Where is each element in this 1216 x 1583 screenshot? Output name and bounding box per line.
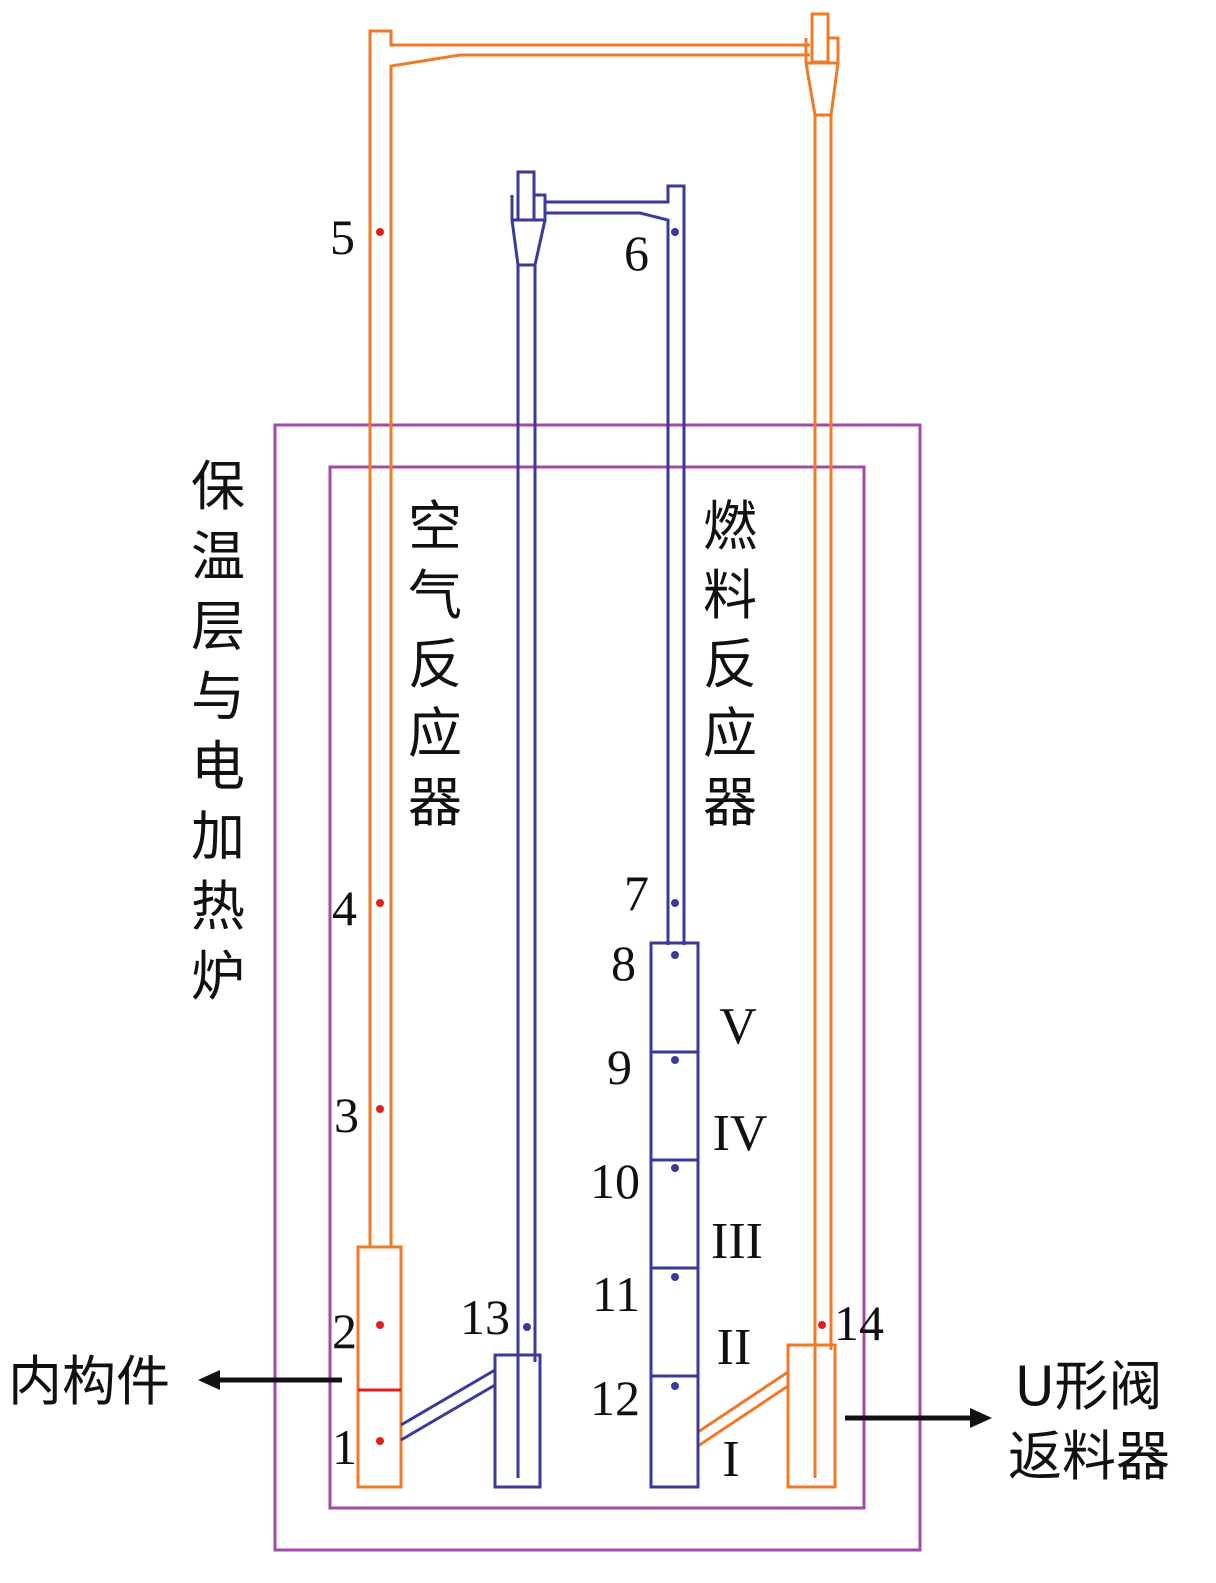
- point-label: 11: [592, 1266, 640, 1322]
- section-label: V: [719, 998, 757, 1055]
- fuel-reactor-label: 燃 料 反 应 器: [703, 495, 757, 834]
- svg-text:热: 热: [191, 875, 245, 938]
- svg-text:温: 温: [191, 525, 245, 588]
- air-reactor-label: 空 气 反 应 器: [408, 495, 462, 834]
- point-label: 2: [332, 1303, 357, 1359]
- loop-seal-arrow-icon: [845, 1408, 992, 1428]
- svg-text:反: 反: [703, 633, 757, 696]
- svg-text:炉: 炉: [191, 945, 245, 1008]
- point-label: 9: [607, 1039, 632, 1095]
- fuel-reactor-loop: [400, 170, 700, 1489]
- insulation-layer-outline: [273, 423, 922, 1552]
- section-label: III: [711, 1213, 763, 1270]
- svg-text:器: 器: [408, 771, 462, 834]
- svg-text:料: 料: [703, 564, 757, 627]
- point-label: 6: [624, 225, 649, 281]
- air-measurement-points: [376, 228, 826, 1445]
- point-label: 14: [834, 1295, 884, 1351]
- fuel-measurement-points: [523, 228, 679, 1390]
- svg-text:燃: 燃: [703, 495, 757, 558]
- section-label: I: [722, 1431, 739, 1488]
- svg-text:保: 保: [191, 455, 245, 518]
- point-label: 1: [332, 1419, 357, 1475]
- svg-text:应: 应: [703, 702, 757, 765]
- electric-furnace-outline: [328, 465, 866, 1510]
- svg-text:电: 电: [191, 735, 245, 798]
- point-label: 8: [611, 935, 636, 991]
- svg-text:与: 与: [191, 665, 245, 728]
- loop-seal-label-line2: 返料器: [1008, 1425, 1170, 1488]
- svg-text:应: 应: [408, 702, 462, 765]
- point-label: 13: [460, 1289, 510, 1345]
- point-label: 7: [624, 865, 649, 921]
- internals-label: 内构件: [8, 1350, 170, 1413]
- svg-text:反: 反: [408, 633, 462, 696]
- point-label: 4: [332, 880, 357, 936]
- svg-text:层: 层: [191, 595, 245, 658]
- svg-text:气: 气: [408, 564, 462, 627]
- section-label: II: [717, 1319, 752, 1376]
- section-label: IV: [713, 1105, 768, 1162]
- svg-text:器: 器: [703, 771, 757, 834]
- furnace-label: 保 温 层 与 电 加 热 炉: [191, 455, 245, 1008]
- loop-seal-label-line1: U形阀: [1015, 1355, 1163, 1418]
- point-label: 12: [590, 1370, 640, 1426]
- point-label: 5: [330, 209, 355, 265]
- point-label: 10: [590, 1153, 640, 1209]
- point-label: 3: [334, 1087, 359, 1143]
- svg-text:加: 加: [191, 805, 245, 868]
- air-reactor-loop: [356, 12, 840, 1489]
- internals-arrow-icon: [198, 1370, 342, 1390]
- svg-text:空: 空: [408, 495, 462, 558]
